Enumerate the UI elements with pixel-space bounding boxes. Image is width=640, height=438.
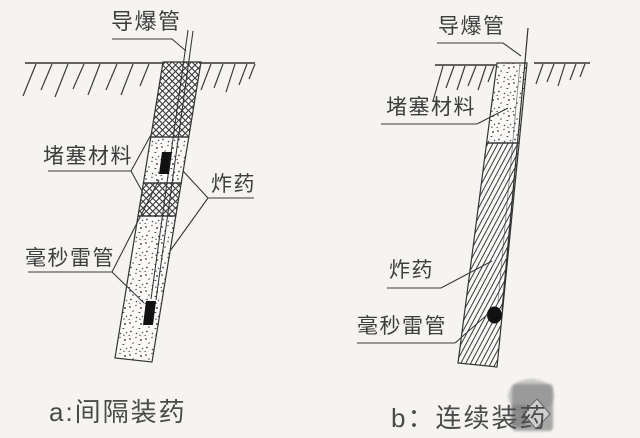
detonator-icon-a-upper bbox=[159, 152, 172, 174]
borehole-b bbox=[457, 62, 528, 368]
leader-lines-a bbox=[28, 38, 254, 304]
ground-hatch-a-right bbox=[200, 63, 256, 93]
stemming-section-a-top bbox=[150, 61, 202, 138]
detonator-icon-a-lower bbox=[143, 301, 156, 325]
explosive-section-b bbox=[457, 142, 520, 368]
leader-lines-b bbox=[357, 42, 522, 344]
label-ms-detonator-a: 毫秒雷管 bbox=[25, 247, 115, 270]
ground-hatch-a-left bbox=[22, 63, 150, 98]
caption-b: b：连续装药 bbox=[391, 403, 548, 433]
borehole-a bbox=[114, 61, 202, 363]
label-stemming-b: 堵塞材料 bbox=[386, 96, 476, 119]
label-detonating-tube-b: 导爆管 bbox=[438, 15, 506, 38]
detonator-icon-b bbox=[487, 306, 502, 324]
diagram-a bbox=[22, 29, 256, 363]
label-detonating-tube-a: 导爆管 bbox=[111, 9, 182, 34]
label-stemming-a: 堵塞材料 bbox=[43, 145, 133, 168]
label-explosive-b: 炸药 bbox=[389, 259, 434, 282]
stemming-section-a-middle bbox=[137, 182, 182, 217]
label-explosive-a: 炸药 bbox=[211, 173, 256, 196]
explosive-section-a-lower bbox=[114, 215, 177, 363]
caption-a: a:间隔装药 bbox=[49, 397, 187, 427]
label-ms-detonator-b: 毫秒雷管 bbox=[357, 315, 447, 338]
ground-hatch-b-left bbox=[432, 65, 495, 102]
ground-hatch-b-right bbox=[535, 63, 586, 87]
watermark-smudge bbox=[508, 379, 554, 431]
detonating-tube-line-b bbox=[497, 27, 529, 311]
diagram-b bbox=[357, 27, 590, 431]
